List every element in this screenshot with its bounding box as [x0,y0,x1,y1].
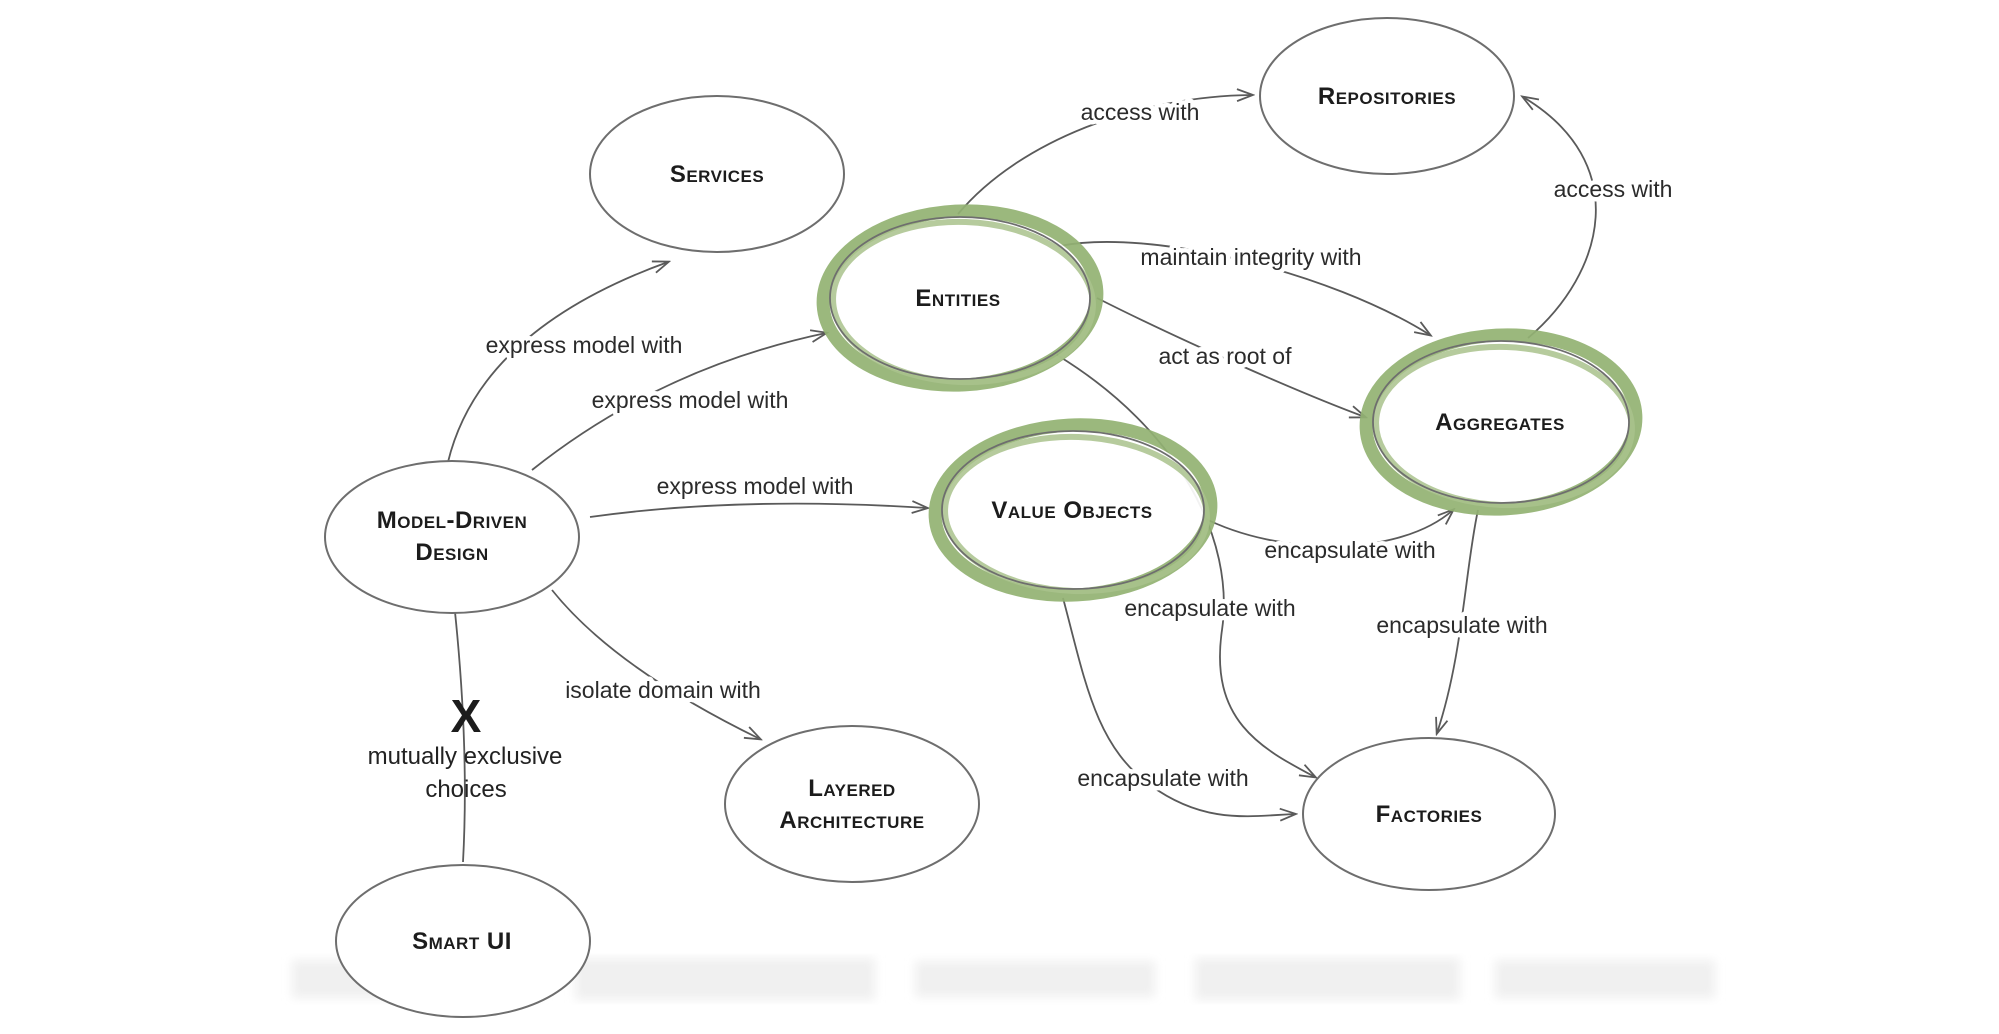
mutually-exclusive-note: X mutually exclusive choices [368,690,563,803]
edge-aggregates-repositories [1523,97,1597,339]
edge-label-encapsulate-with-agg-fact: encapsulate with [1376,612,1547,638]
aggregates-highlight-ring-inner [1373,343,1635,509]
entities-ellipse [829,216,1091,380]
node-aggregates: Aggregates [1359,328,1643,516]
model-driven-design-label-line1: Model-Driven [377,507,528,534]
exclusive-x-symbol: X [451,690,482,742]
edge-label-express-model-with-3: express model with [657,473,854,499]
smart-ui-ellipse [335,864,591,1018]
factories-ellipse [1302,737,1556,891]
exclusive-note-line2: choices [425,776,506,803]
node-services: Services [589,95,845,253]
edge-mdd-smart-ui [454,611,466,863]
edge-label-access-with-left: access with [1081,99,1200,125]
edge-label-access-with-right: access with [1554,176,1673,202]
edge-value-objects-factories [1062,597,1295,816]
edge-label-act-as-root-of: act as root of [1159,343,1293,369]
layered-architecture-label-line1: Layered [808,775,895,802]
model-driven-design-label-line2: Design [415,539,488,566]
entities-highlight-ring-inner [830,218,1096,386]
edge-mdd-services [447,262,668,463]
edges-layer [447,95,1597,863]
node-layered-architecture: Layered Architecture [724,725,980,883]
aggregates-label: Aggregates [1435,409,1565,436]
value-objects-highlight-ring-inner [942,433,1210,595]
services-ellipse [589,95,845,253]
node-factories: Factories [1302,737,1556,891]
layered-architecture-ellipse [724,725,980,883]
aggregates-highlight-ring [1359,328,1643,516]
factories-label: Factories [1376,801,1483,828]
edge-labels-layer: express model with express model with ex… [481,95,1677,796]
edge-entities-factories [1056,354,1315,777]
value-objects-ellipse [941,430,1205,590]
edge-value-objects-aggregates [1201,510,1453,548]
edge-label-isolate-domain-with: isolate domain with [565,677,761,703]
value-objects-label: Value Objects [991,497,1152,524]
aggregates-ellipse [1372,340,1630,504]
exclusive-note-line1: mutually exclusive [368,743,563,770]
node-repositories: Repositories [1259,17,1515,175]
edge-entities-repositories [957,95,1252,215]
services-label: Services [670,161,764,188]
edge-label-maintain-integrity-with: maintain integrity with [1140,244,1361,270]
node-model-driven-design: Model-Driven Design [324,460,580,614]
model-driven-design-ellipse [324,460,580,614]
edge-entities-aggregates-maintain [1059,241,1430,335]
edge-label-encapsulate-with-vo-fact: encapsulate with [1077,765,1248,791]
edge-mdd-value-objects [589,504,927,518]
entities-label: Entities [915,285,1000,312]
edge-mdd-entities [531,333,826,471]
edge-label-express-model-with-1: express model with [486,332,683,358]
node-smart-ui: Smart UI [335,864,591,1018]
edge-mdd-layered-architecture [551,589,760,739]
repositories-ellipse [1259,17,1515,175]
watermark-strip [292,958,1715,1000]
edge-label-encapsulate-with-entities: encapsulate with [1124,595,1295,621]
layered-architecture-label-line2: Architecture [779,807,924,834]
edge-aggregates-factories [1437,509,1479,733]
edge-entities-aggregates-root [1096,297,1365,417]
value-objects-highlight-ring [928,418,1218,602]
edge-label-express-model-with-2: express model with [592,387,789,413]
repositories-label: Repositories [1318,83,1456,110]
edge-label-encapsulate-with-vo-agg: encapsulate with [1264,537,1435,563]
node-entities: Entities [816,204,1104,392]
node-value-objects: Value Objects [928,418,1218,602]
smart-ui-label: Smart UI [412,928,512,955]
